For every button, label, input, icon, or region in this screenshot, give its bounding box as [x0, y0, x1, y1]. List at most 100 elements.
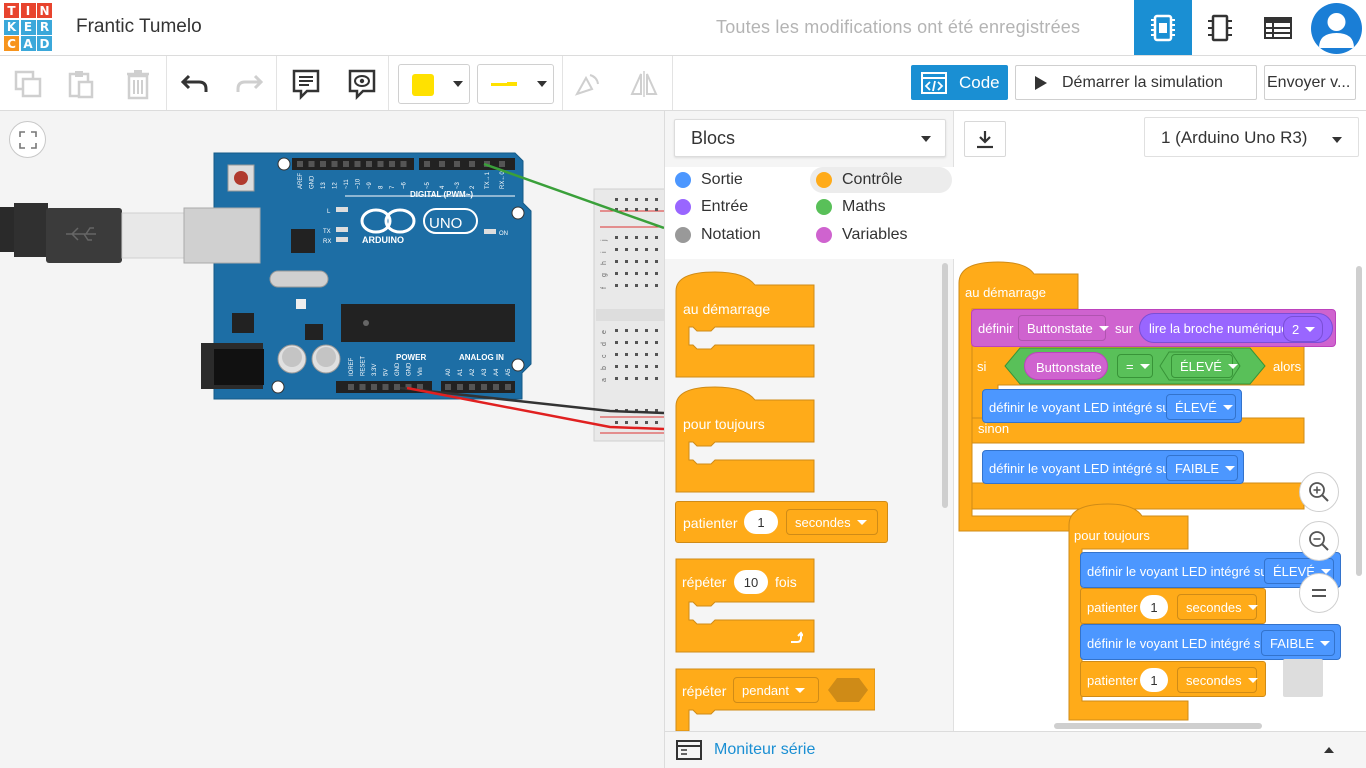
led-state-dropdown[interactable]: FAIBLE	[1261, 630, 1335, 656]
breadboard-hole[interactable]	[625, 236, 628, 239]
breadboard-hole[interactable]	[625, 421, 628, 424]
set-led-high-block[interactable]: définir le voyant LED intégré sur ÉLEVÉ	[982, 389, 1242, 423]
breadboard-hole[interactable]	[655, 409, 658, 412]
breadboard-hole[interactable]	[615, 421, 618, 424]
breadboard-hole[interactable]	[635, 236, 638, 239]
category-notation[interactable]: Notation	[669, 222, 767, 248]
breadboard-hole[interactable]	[645, 409, 648, 412]
wait-unit-dropdown[interactable]: secondes	[786, 509, 878, 535]
wait-unit-dropdown[interactable]: secondes	[1177, 667, 1258, 693]
breadboard-hole[interactable]	[655, 421, 658, 424]
delete-button[interactable]	[118, 64, 158, 104]
breadboard-hole[interactable]	[645, 377, 648, 380]
mirror-button[interactable]	[624, 64, 664, 104]
breadboard-hole[interactable]	[635, 365, 638, 368]
wait-unit-dropdown[interactable]: secondes	[1177, 594, 1258, 620]
bottom-header-pins[interactable]	[348, 384, 511, 390]
breadboard-hole[interactable]	[615, 198, 618, 201]
header-pin[interactable]	[439, 161, 445, 167]
breadboard-hole[interactable]	[645, 421, 648, 424]
read-digital-pin-block[interactable]: lire la broche numérique 2	[1139, 313, 1333, 343]
breadboard-hole[interactable]	[615, 284, 618, 287]
header-pin[interactable]	[359, 384, 366, 390]
script-forever[interactable]: pour toujours	[1068, 503, 1198, 721]
breadboard-hole[interactable]	[635, 272, 638, 275]
palette-block-wait[interactable]: patienter 1 secondes	[675, 501, 888, 543]
breadboard-hole[interactable]	[655, 260, 658, 263]
breadboard-hole[interactable]	[645, 208, 648, 211]
if-condition-row[interactable]: si Buttonstate = ÉLEVÉ alors	[971, 347, 1306, 385]
breadboard-hole[interactable]	[645, 353, 648, 356]
palette-block-repeat-while[interactable]: répéter pendant	[675, 668, 875, 731]
breadboard-hole[interactable]	[625, 260, 628, 263]
top-header-pins[interactable]	[297, 161, 505, 167]
breadboard-hole[interactable]	[625, 284, 628, 287]
schematic-view-button[interactable]	[1191, 0, 1249, 55]
set-led-low-block[interactable]: définir le voyant LED intégré sur FAIBLE	[982, 450, 1244, 484]
breadboard-hole[interactable]	[645, 198, 648, 201]
breadboard-hole[interactable]	[635, 353, 638, 356]
breadboard-hole[interactable]	[635, 198, 638, 201]
level-dropdown[interactable]: ÉLEVÉ	[1171, 354, 1238, 378]
header-pin[interactable]	[394, 384, 400, 390]
breadboard-hole[interactable]	[655, 353, 658, 356]
breadboard-hole[interactable]	[645, 341, 648, 344]
breadboard-hole[interactable]	[655, 248, 658, 251]
breadboard-hole[interactable]	[615, 248, 618, 251]
workspace-scrollbar-vertical[interactable]	[1356, 266, 1362, 576]
repeat-count-input[interactable]: 10	[734, 570, 768, 594]
header-pin[interactable]	[469, 384, 475, 390]
paste-button[interactable]	[61, 64, 101, 104]
breadboard-hole[interactable]	[635, 260, 638, 263]
led-state-dropdown[interactable]: FAIBLE	[1166, 455, 1238, 481]
zoom-out-button[interactable]	[1299, 521, 1339, 561]
breadboard-hole[interactable]	[625, 353, 628, 356]
header-pin[interactable]	[405, 384, 412, 390]
header-pin[interactable]	[382, 384, 389, 390]
breadboard-hole[interactable]	[645, 260, 648, 263]
variable-dropdown[interactable]: Buttonstate	[1018, 315, 1109, 341]
wait-value-input[interactable]: 1	[744, 510, 778, 534]
breadboard-holes[interactable]	[615, 198, 658, 424]
breadboard-hole[interactable]	[655, 208, 658, 211]
palette-block-repeat[interactable]: répéter 10 fois	[675, 558, 815, 656]
breadboard-hole[interactable]	[615, 377, 618, 380]
breadboard-hole[interactable]	[625, 365, 628, 368]
breadboard-hole[interactable]	[625, 329, 628, 332]
component-list-button[interactable]	[1249, 0, 1307, 55]
breadboard-hole[interactable]	[615, 329, 618, 332]
circuit-view-button[interactable]	[1134, 0, 1192, 55]
code-workspace[interactable]: 1 (Arduino Uno R3) au démarrage sinon dé…	[954, 111, 1366, 731]
breadboard-hole[interactable]	[615, 353, 618, 356]
breadboard-hole[interactable]	[655, 198, 658, 201]
forever-set-led-high-block[interactable]: définir le voyant LED intégré sur ÉLEVÉ	[1080, 552, 1341, 588]
rotate-button[interactable]	[567, 64, 607, 104]
gnd-wire[interactable]	[399, 386, 664, 415]
wait-value-input[interactable]: 1	[1140, 668, 1168, 692]
repeat-mode-dropdown[interactable]: pendant	[733, 677, 819, 703]
wire-type-dropdown[interactable]	[477, 64, 554, 104]
header-pin[interactable]	[331, 161, 338, 167]
zoom-reset-button[interactable]	[1299, 573, 1339, 613]
category-variables[interactable]: Variables	[810, 222, 914, 248]
header-pin[interactable]	[389, 161, 395, 167]
set-variable-block[interactable]: définir Buttonstate sur lire la broche n…	[971, 309, 1336, 347]
palette-block-forever[interactable]: pour toujours	[675, 386, 815, 496]
breadboard-hole[interactable]	[625, 198, 628, 201]
color-dropdown[interactable]	[398, 64, 470, 104]
header-pin[interactable]	[505, 384, 511, 390]
header-pin[interactable]	[297, 161, 303, 167]
copy-button[interactable]	[8, 64, 48, 104]
breadboard-hole[interactable]	[655, 377, 658, 380]
header-pin[interactable]	[400, 161, 407, 167]
category-sortie[interactable]: Sortie	[669, 167, 749, 193]
category-entree[interactable]: Entrée	[669, 194, 754, 220]
header-pin[interactable]	[469, 161, 475, 167]
breadboard-hole[interactable]	[635, 329, 638, 332]
breadboard-hole[interactable]	[635, 248, 638, 251]
breadboard-hole[interactable]	[615, 260, 618, 263]
breadboard-hole[interactable]	[635, 284, 638, 287]
breadboard-hole[interactable]	[645, 248, 648, 251]
breadboard-hole[interactable]	[655, 365, 658, 368]
breadboard-hole[interactable]	[645, 284, 648, 287]
